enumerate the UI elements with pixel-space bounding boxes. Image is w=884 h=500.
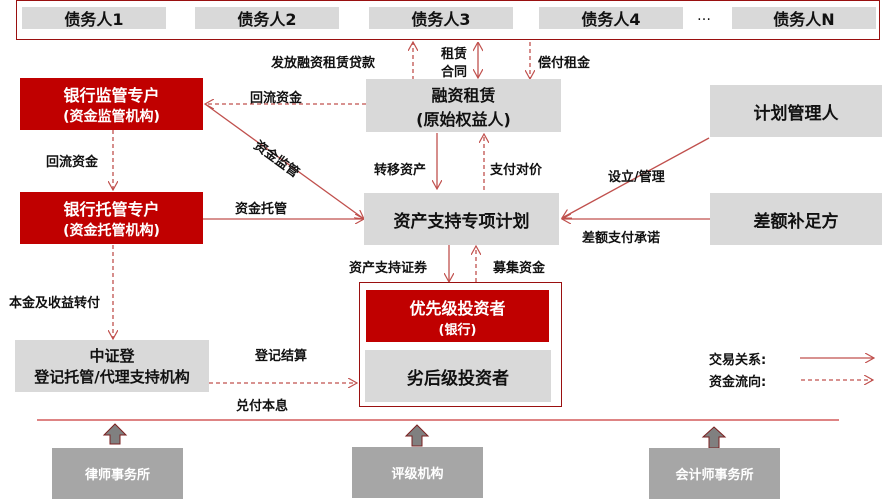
debtors-group: [16, 0, 880, 40]
node-senior-investor[interactable]: 优先级投资者 (银行): [366, 290, 549, 342]
debtor-2[interactable]: 债务人2: [195, 7, 339, 29]
label-lease-contract-2: 合同: [441, 65, 468, 80]
node-shortfall-provider[interactable]: 差额补足方: [710, 193, 882, 245]
label-return-funds-top: 回流资金: [250, 91, 303, 106]
legend-fund-flow-label: 资金流向:: [709, 375, 767, 390]
label-pay-consideration: 支付对价: [490, 163, 543, 178]
legend-transaction-label: 交易关系:: [709, 353, 767, 368]
debtor-ellipsis: …: [697, 8, 711, 24]
node-bank-custody[interactable]: 银行托管专户 (资金托管机构): [20, 192, 203, 244]
debtor-4[interactable]: 债务人4: [539, 7, 683, 29]
investors-group: [359, 282, 562, 407]
node-csdc[interactable]: 中证登 登记托管/代理支持机构: [15, 340, 209, 392]
edge-fund-supervision: [204, 103, 364, 219]
label-establish-manage: 设立/管理: [608, 170, 665, 185]
label-shortfall-commitment: 差额支付承诺: [582, 231, 661, 246]
law-firm-up-arrow: [102, 423, 128, 445]
label-repay-rent: 偿付租金: [538, 56, 591, 71]
node-financial-leasing[interactable]: 融资租赁 (原始权益人): [366, 79, 561, 132]
accounting-up-arrow: [701, 426, 727, 449]
label-fund-custody: 资金托管: [235, 202, 288, 217]
label-registration-settlement: 登记结算: [255, 349, 308, 364]
node-rating-agency[interactable]: 评级机构: [352, 447, 483, 498]
edge-establish-manage: [562, 137, 710, 218]
debtor-n[interactable]: 债务人N: [732, 7, 876, 29]
debtor-3[interactable]: 债务人3: [369, 7, 513, 29]
label-pay-principal-interest: 兑付本息: [236, 399, 289, 414]
node-abs-plan[interactable]: 资产支持专项计划: [364, 193, 559, 245]
node-law-firm[interactable]: 律师事务所: [52, 448, 183, 499]
debtor-1[interactable]: 债务人1: [22, 7, 166, 29]
label-raise-funds: 募集资金: [493, 261, 546, 276]
label-return-funds-left: 回流资金: [46, 155, 99, 170]
node-accounting-firm[interactable]: 会计师事务所: [649, 448, 780, 499]
label-issue-loans: 发放融资租赁贷款: [271, 56, 376, 71]
rating-up-arrow: [404, 424, 430, 447]
label-lease-contract-1: 租赁: [441, 47, 468, 62]
node-bank-supervision[interactable]: 银行监管专户 (资金监管机构): [20, 78, 203, 130]
label-abs-securities: 资产支持证券: [349, 261, 428, 276]
label-principal-income: 本金及收益转付: [9, 296, 101, 311]
node-junior-investor[interactable]: 劣后级投资者: [365, 350, 551, 402]
label-transfer-assets: 转移资产: [374, 163, 427, 178]
node-plan-manager[interactable]: 计划管理人: [710, 85, 882, 137]
